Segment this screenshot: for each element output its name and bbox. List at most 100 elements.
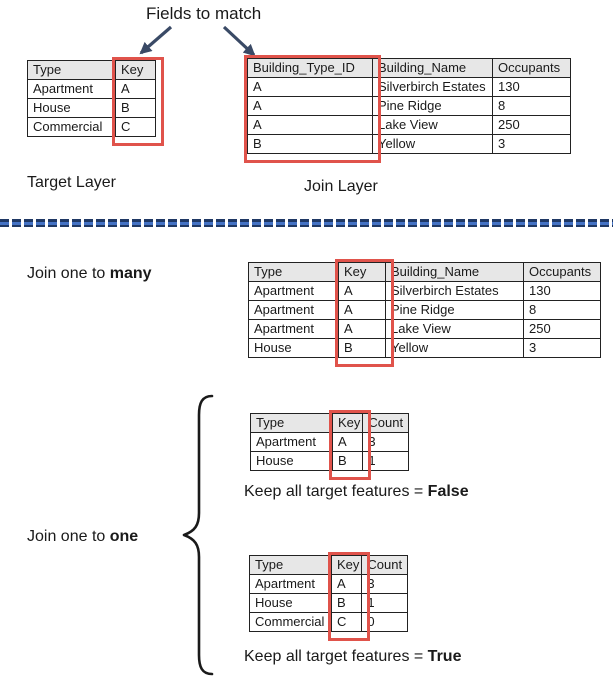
column-header: Count <box>361 555 409 575</box>
label-text: Join one to <box>27 265 110 282</box>
table-cell: 1 <box>362 451 410 471</box>
column-header: Key <box>338 262 386 282</box>
table-cell: 130 <box>523 281 601 301</box>
table-cell: A <box>247 115 373 135</box>
table-cell: Silverbirch Estates <box>372 77 493 97</box>
table-cell: 250 <box>492 115 571 135</box>
table-cell: B <box>330 593 363 613</box>
table-cell: House <box>248 338 339 358</box>
table-cell: A <box>115 79 156 99</box>
table-cell: 1 <box>361 593 409 613</box>
table-cell: Apartment <box>248 281 339 301</box>
fields-to-match-label: Fields to match <box>146 4 262 23</box>
keep-true-caption: Keep all target features = True <box>244 648 461 666</box>
table-cell: 8 <box>492 96 571 116</box>
table-cell: Pine Ridge <box>372 96 493 116</box>
table-cell: Lake View <box>385 319 524 339</box>
annotation-arrows <box>139 25 256 57</box>
table-cell: Yellow <box>372 134 493 154</box>
column-header: Count <box>362 413 410 433</box>
column-header: Building_Name <box>372 58 493 78</box>
column-header: Occupants <box>523 262 601 282</box>
caption-text: Keep all target features = <box>244 483 428 500</box>
join-one-to-many-label: Join one to many <box>27 265 152 283</box>
table-cell: Commercial <box>27 117 116 137</box>
label-bold-text: many <box>109 265 152 282</box>
table-cell: A <box>330 574 363 594</box>
table-cell: A <box>247 96 373 116</box>
table-cell: 0 <box>361 612 409 632</box>
column-header: Occupants <box>492 58 571 78</box>
table-cell: House <box>250 451 333 471</box>
caption-text: Keep all target features = <box>244 648 428 665</box>
table-cell: 8 <box>523 300 601 320</box>
table-cell: Apartment <box>249 574 332 594</box>
target-layer-label: Target Layer <box>27 174 116 191</box>
table-cell: House <box>27 98 116 118</box>
keep-false-caption: Keep all target features = False <box>244 483 469 501</box>
table-cell: Apartment <box>250 432 333 452</box>
table-cell: Silverbirch Estates <box>385 281 524 301</box>
arrow-to-target-key-icon <box>139 25 173 55</box>
table-cell: Lake View <box>372 115 493 135</box>
table-cell: 3 <box>362 432 410 452</box>
column-header: Type <box>250 413 333 433</box>
column-header: Type <box>27 60 116 80</box>
label-text: Join one to <box>27 528 110 545</box>
arrow-to-join-key-icon <box>222 25 256 57</box>
curly-brace-icon <box>182 394 214 676</box>
table-cell: Commercial <box>249 612 332 632</box>
table-cell: A <box>338 319 386 339</box>
table-cell: Apartment <box>27 79 116 99</box>
table-cell: 130 <box>492 77 571 97</box>
column-header: Type <box>249 555 332 575</box>
column-header: Key <box>330 555 363 575</box>
caption-bold-text: True <box>427 648 462 665</box>
column-header: Building_Name <box>385 262 524 282</box>
table-cell: B <box>331 451 364 471</box>
label-bold-text: one <box>109 528 139 545</box>
table-cell: B <box>115 98 156 118</box>
table-cell: 3 <box>523 338 601 358</box>
table-cell: B <box>247 134 373 154</box>
table-cell: 3 <box>361 574 409 594</box>
join-one-to-one-label: Join one to one <box>27 528 138 546</box>
table-cell: 250 <box>523 319 601 339</box>
table-cell: A <box>338 281 386 301</box>
table-cell: Apartment <box>248 319 339 339</box>
column-header: Type <box>248 262 339 282</box>
column-header: Building_Type_ID <box>247 58 373 78</box>
column-header: Key <box>115 60 156 80</box>
table-cell: Apartment <box>248 300 339 320</box>
table-cell: Pine Ridge <box>385 300 524 320</box>
table-cell: C <box>115 117 156 137</box>
